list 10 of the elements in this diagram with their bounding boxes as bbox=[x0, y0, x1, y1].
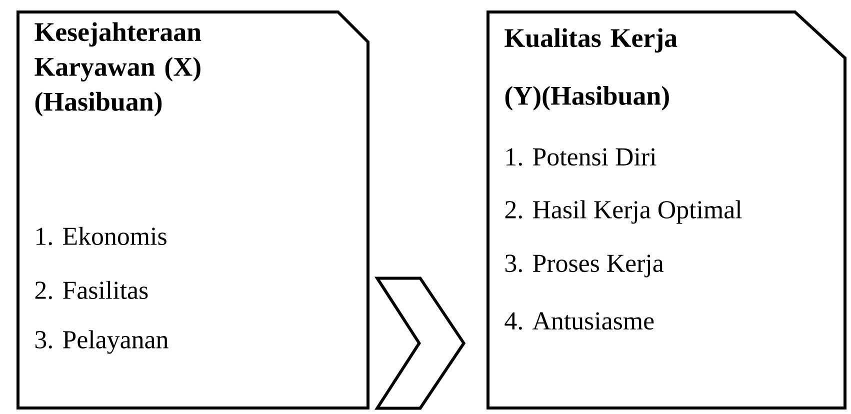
heading-text: Kualitas Kerja (Y)(Hasibuan) bbox=[504, 28, 678, 110]
list-item: 2. Fasilitas bbox=[35, 280, 148, 300]
heading-text: Kesejahteraan Karyawan (X) (Hasibuan) bbox=[34, 22, 202, 116]
list-item: 4. Antusiasme bbox=[504, 312, 654, 330]
list-item: 1. Potensi Diri bbox=[506, 148, 656, 166]
list-item: 3. Pelayanan bbox=[35, 330, 168, 354]
list-item: 3. Proses Kerja bbox=[505, 254, 664, 278]
list-item: 2. Hasil Kerja Optimal bbox=[505, 200, 742, 224]
list-item: 1. Ekonomis bbox=[36, 226, 166, 246]
chevron-arrow bbox=[374, 276, 466, 410]
